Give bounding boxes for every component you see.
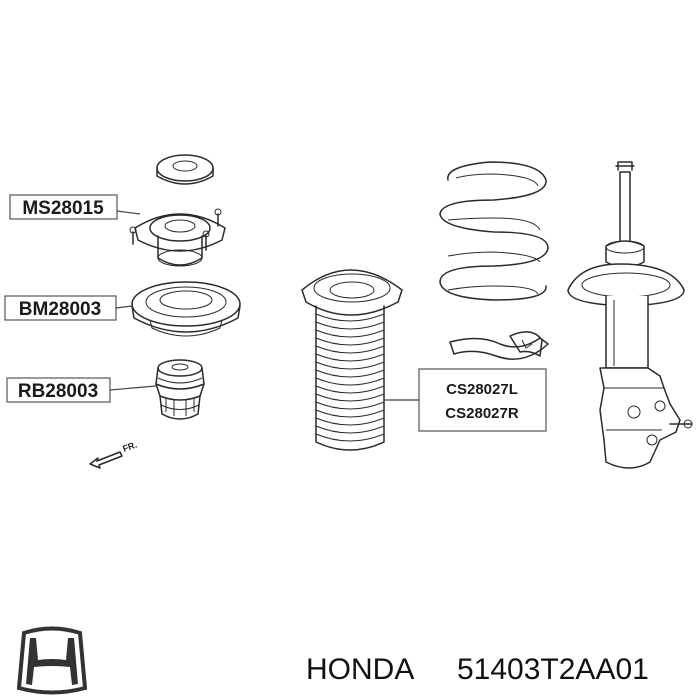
strut-bearing [131, 281, 241, 337]
label-bumper-text: RB28003 [18, 381, 98, 402]
dust-boot [301, 269, 403, 451]
label-bumper: RB28003 [6, 377, 157, 403]
label-mount: MS28015 [9, 194, 141, 220]
forward-direction-arrow: FR. [89, 440, 138, 469]
label-mount-text: MS28015 [22, 198, 104, 219]
label-dust-cover-right: CS28027R [445, 405, 519, 422]
shock-absorber [567, 161, 693, 469]
footer-brand: HONDA [306, 653, 414, 686]
strut-mount [129, 208, 226, 267]
label-bearing-text: BM28003 [19, 299, 101, 320]
forward-direction-label: FR. [121, 440, 138, 454]
bump-stop [155, 359, 205, 420]
label-dust-cover-left: CS28027L [446, 381, 518, 398]
spring-seat [449, 331, 549, 360]
honda-h-logo-icon [16, 626, 88, 695]
label-bearing: BM28003 [4, 295, 133, 321]
label-dust-cover: CS28027L CS28027R [384, 368, 547, 432]
footer-part-number: 51403T2AA01 [457, 653, 649, 686]
coil-spring [439, 161, 549, 301]
top-washer [156, 154, 214, 185]
